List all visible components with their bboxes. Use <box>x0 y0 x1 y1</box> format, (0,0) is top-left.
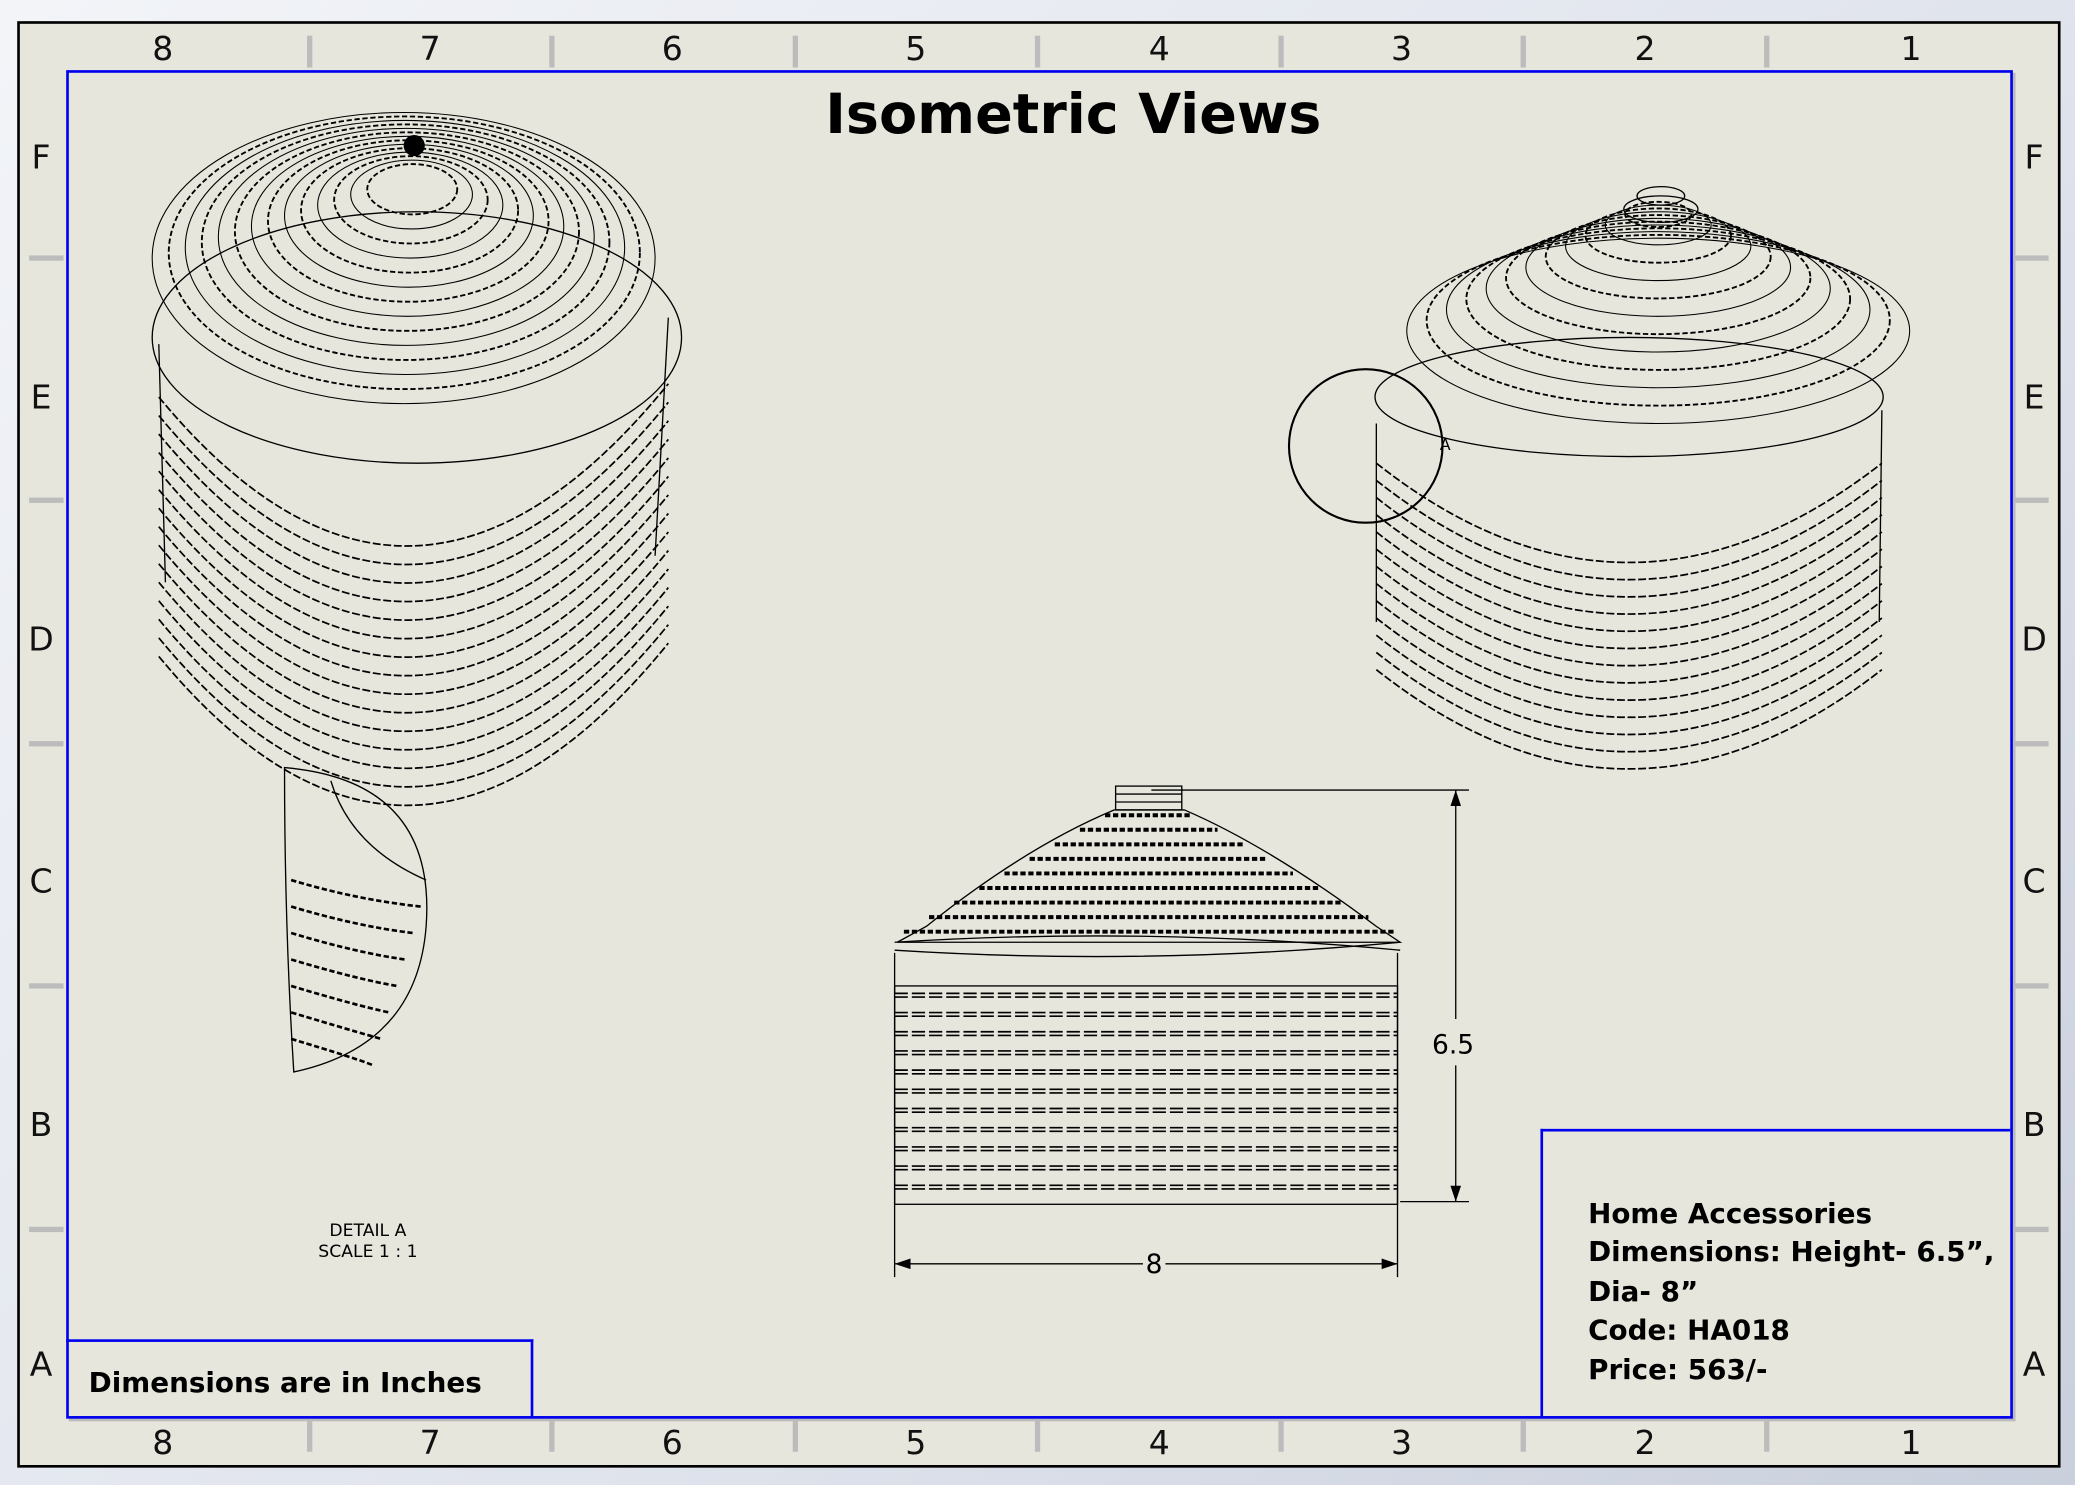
zone-tick <box>1034 35 1041 68</box>
column-label-bottom: 7 <box>419 1423 441 1462</box>
isometric-view-right <box>1287 185 1911 770</box>
zone-tick <box>307 35 313 68</box>
detail-callout-circle <box>1287 368 1444 524</box>
zone-tick <box>1278 1420 1284 1452</box>
title-block-diameter: Dia- 8” <box>1588 1275 1699 1308</box>
zone-tick <box>1764 35 1770 68</box>
title-block-dimensions: Dimensions: Height- 6.5”, <box>1588 1236 1995 1268</box>
zone-tick <box>1764 1420 1770 1452</box>
title-block-code: Code: HA018 <box>1588 1314 1790 1346</box>
column-label-top: 6 <box>661 29 683 69</box>
title-block-category: Home Accessories <box>1588 1197 1873 1230</box>
column-label-top: 5 <box>905 29 927 69</box>
row-label-left: E <box>30 377 52 417</box>
row-label-right: D <box>2021 620 2047 659</box>
zone-tick <box>2014 1226 2049 1233</box>
detail-callout-label: A <box>1439 435 1451 454</box>
row-label-left: F <box>31 138 51 177</box>
title-block-price: Price: 563/- <box>1588 1353 1768 1386</box>
zone-tick <box>2014 741 2049 747</box>
drawing-frame <box>66 70 2013 1419</box>
column-label-bottom: 4 <box>1148 1423 1170 1462</box>
row-label-right: E <box>2023 377 2045 417</box>
zone-tick <box>792 1420 799 1452</box>
isometric-view-left <box>151 111 683 807</box>
zone-tick <box>29 983 64 989</box>
zone-tick <box>792 35 799 68</box>
diameter-dimension: 8 <box>1142 1247 1166 1280</box>
units-note: Dimensions are in Inches <box>88 1367 482 1399</box>
zone-tick <box>29 741 64 747</box>
row-label-left: D <box>28 620 54 659</box>
front-view <box>893 785 1403 1205</box>
column-label-bottom: 2 <box>1634 1423 1656 1462</box>
column-label-top: 3 <box>1390 29 1413 69</box>
zone-tick <box>1034 1420 1041 1452</box>
row-label-right: F <box>2024 138 2044 177</box>
units-note-box <box>66 1339 534 1417</box>
column-label-top: 2 <box>1634 29 1656 69</box>
column-label-top: 8 <box>152 29 174 69</box>
row-label-left: C <box>29 862 53 901</box>
zone-tick <box>29 497 64 503</box>
row-label-right: B <box>2022 1105 2046 1145</box>
zone-tick <box>549 35 555 68</box>
zone-tick <box>1520 35 1526 68</box>
row-label-right: C <box>2022 862 2046 901</box>
zone-tick <box>29 255 64 261</box>
title-block <box>1540 1128 2011 1417</box>
column-label-bottom: 3 <box>1390 1423 1413 1462</box>
column-label-bottom: 8 <box>152 1423 174 1462</box>
detail-a-view <box>283 766 428 1073</box>
zone-tick <box>549 1420 555 1452</box>
page-title: Isometric Views <box>825 81 1322 147</box>
zone-tick <box>2014 497 2049 503</box>
row-label-left: A <box>29 1345 53 1384</box>
detail-label: DETAIL A <box>329 1221 407 1242</box>
zone-tick <box>29 1226 64 1233</box>
column-label-bottom: 1 <box>1900 1423 1922 1462</box>
zone-tick <box>1278 35 1284 68</box>
column-label-bottom: 5 <box>905 1423 927 1462</box>
zone-tick <box>2014 255 2049 261</box>
detail-scale: SCALE 1 : 1 <box>318 1242 418 1263</box>
column-label-top: 1 <box>1900 29 1922 69</box>
zone-tick <box>307 1420 313 1452</box>
column-label-top: 4 <box>1148 29 1170 69</box>
height-dimension: 6.5 <box>1432 1028 1475 1061</box>
row-label-right: A <box>2022 1345 2046 1384</box>
column-label-bottom: 6 <box>661 1423 683 1462</box>
row-label-left: B <box>29 1105 53 1145</box>
column-label-top: 7 <box>419 29 441 69</box>
zone-tick <box>1520 1420 1526 1452</box>
zone-tick <box>2014 983 2049 989</box>
